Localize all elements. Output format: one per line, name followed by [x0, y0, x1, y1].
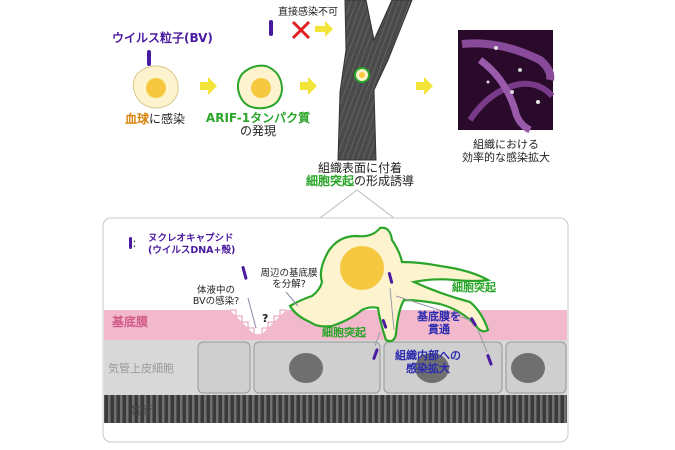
nucleocapsid-legend: ヌクレオキャプシド(ウイルスDNA+殻): [148, 233, 236, 256]
nucleocapsid-icon: [486, 354, 493, 366]
epithelial-cell: [197, 341, 251, 394]
protrusion-label-right: 細胞突起: [452, 281, 496, 294]
fluorescence-micrograph: [458, 30, 555, 134]
blood-cell-infected: [132, 65, 179, 109]
epithelial-cell: [253, 341, 381, 394]
epithelial-cell: [383, 341, 503, 394]
trachea-label: 気管: [130, 404, 152, 417]
arrow-right-icon: [315, 21, 333, 37]
penetrate-label: 基底膜を貫通: [417, 310, 461, 336]
nucleus: [340, 246, 384, 290]
degrade-question-label: 周辺の基底膜を分解?: [260, 268, 318, 290]
nucleocapsid-icon: [381, 319, 388, 329]
arrow-right-icon: [416, 77, 433, 95]
question-mark: ?: [262, 312, 269, 325]
epithelial-cell: [505, 341, 567, 394]
nucleocapsid-legend-icon: [129, 237, 132, 249]
blood-cell-caption: 血球に感染: [125, 112, 186, 126]
protrusion-label-left: 細胞突起: [322, 326, 366, 339]
nucleocapsid-icon: [241, 266, 248, 280]
internal-spread-label: 組織内部への感染拡大: [395, 349, 461, 375]
nucleocapsid-icon: [372, 348, 379, 360]
arrow-right-icon: [300, 77, 317, 95]
direct-infection-label: 直接感染不可: [278, 7, 338, 18]
nucleocapsid-icon: [470, 317, 477, 327]
cross-icon: [291, 20, 311, 40]
epithelial-label: 気管上皮細胞: [108, 362, 174, 375]
legend-colon: ：: [132, 239, 142, 250]
virus-particle-icon: [269, 20, 273, 36]
arrow-right-icon: [200, 77, 217, 95]
attach-caption: 組織表面に付着細胞突起の形成誘導: [305, 161, 415, 188]
blood-cell-arif1: [236, 64, 284, 110]
spread-caption: 組織における効率的な感染拡大: [462, 138, 550, 164]
basement-membrane-label: 基底膜: [112, 315, 149, 329]
nucleocapsid-icon: [387, 272, 394, 284]
infected-blood-cell: [288, 226, 492, 343]
virus-label: ウイルス粒子(BV): [112, 31, 213, 45]
trachea-branch: [337, 0, 413, 161]
trachea-layer: [104, 395, 567, 423]
virus-particle-icon: [147, 50, 151, 66]
arif-caption: ARIF-1タンパク質の発現: [205, 111, 311, 138]
